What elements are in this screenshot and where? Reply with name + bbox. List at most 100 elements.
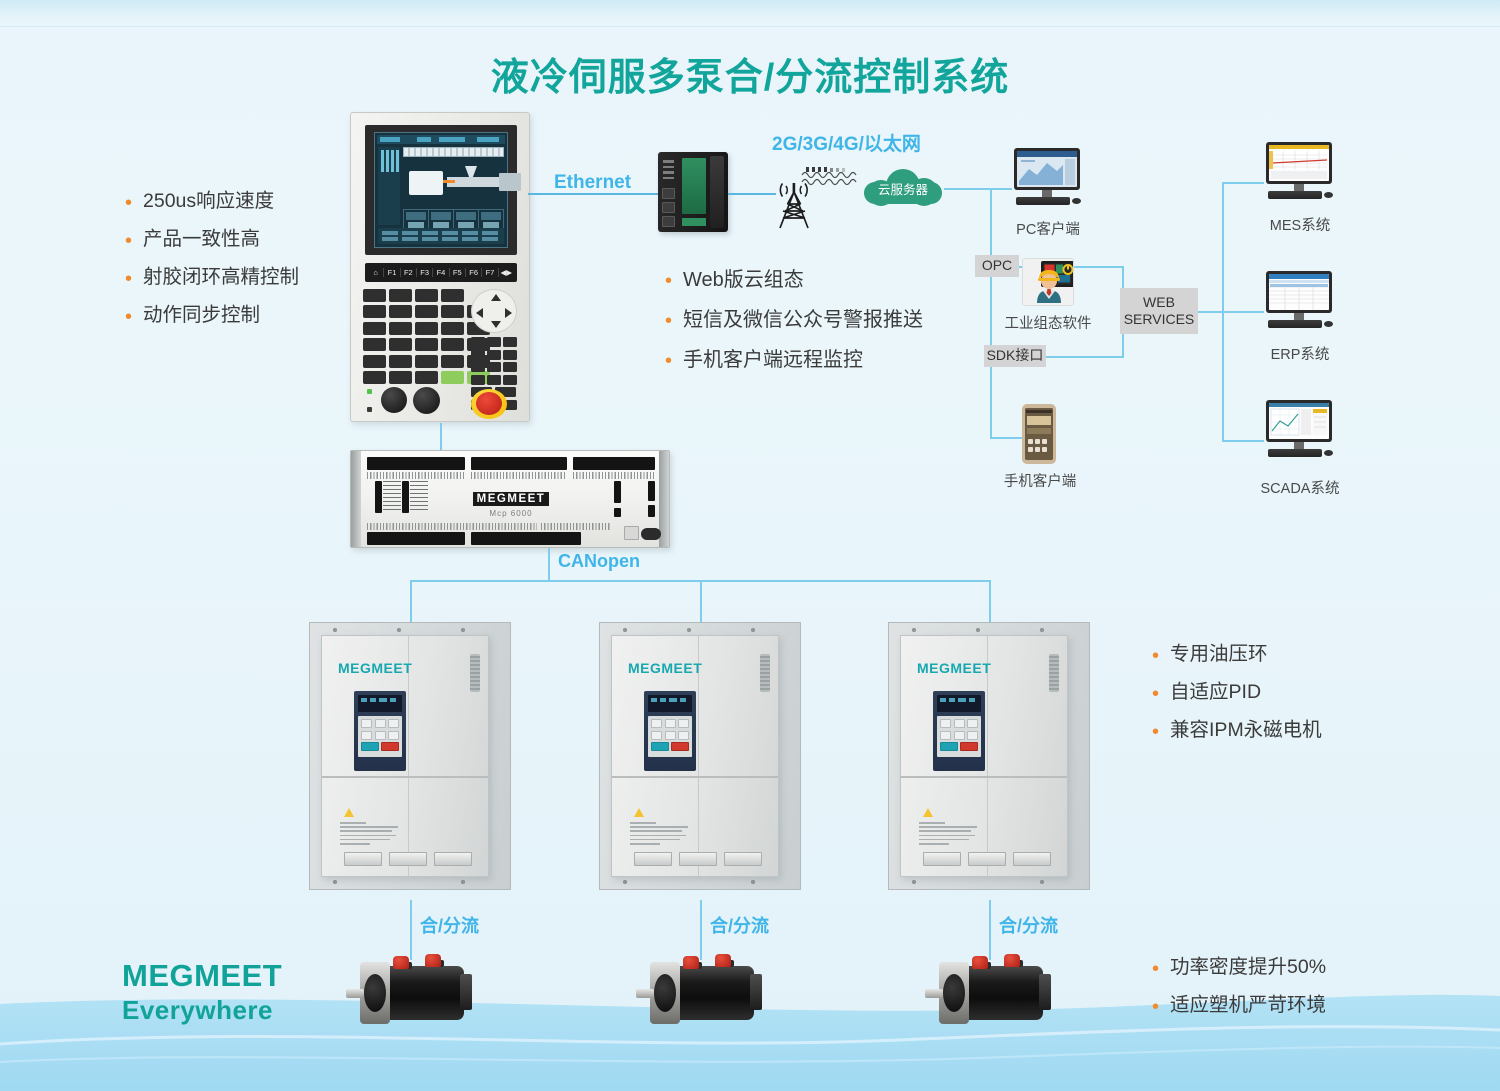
key-switch[interactable] [381, 387, 407, 413]
link-webservices-to-trunk [1198, 311, 1224, 313]
motor-connector-cap [393, 956, 409, 969]
led-block [648, 481, 655, 501]
bullet-dot-icon: • [1152, 645, 1160, 667]
drive-stop-key[interactable] [960, 742, 978, 751]
link-hmi-to-rack [440, 423, 442, 451]
monitor-screen [1266, 142, 1332, 184]
drive-run-key[interactable] [651, 742, 669, 751]
drive-stop-key[interactable] [381, 742, 399, 751]
mouse-icon [1072, 198, 1081, 204]
hmi-key-nav[interactable]: ◀▶ [500, 268, 513, 277]
hmi-key-f7[interactable]: F7 [482, 268, 499, 277]
link-hmi-to-router [528, 193, 660, 195]
hmi-lower-controls[interactable] [351, 385, 531, 423]
drive-run-key[interactable] [940, 742, 958, 751]
divider-line-top [0, 26, 1500, 27]
hmi-key-home[interactable]: ⌂ [368, 268, 385, 277]
drive-keypad-panel[interactable] [644, 691, 696, 771]
warning-text-block [919, 822, 981, 847]
phone-screen [1025, 408, 1053, 460]
link-trunk-to-scada [1222, 440, 1264, 442]
feature-label: 自适应PID [1170, 681, 1262, 703]
led-block [402, 481, 409, 513]
flow-label-1: 合/分流 [420, 916, 480, 936]
mes-system-monitor [1262, 142, 1336, 206]
hmi-keypad[interactable] [363, 289, 519, 410]
bullet-dot-icon: • [1152, 958, 1160, 980]
link-drive1-to-motor1 [410, 900, 412, 960]
wireless-network-label: 2G/3G/4G/以太网 [772, 134, 921, 155]
hmi-key-f5[interactable]: F5 [450, 268, 466, 277]
feature-label: Web版云组态 [683, 269, 804, 291]
sdk-interface-box: SDK接口 [984, 345, 1046, 367]
brand-tagline: Everywhere [122, 994, 273, 1025]
hmi-control-panel[interactable]: ⌂ F1 F2 F3 F4 F5 F6 F7 ◀▶ [350, 112, 530, 422]
motor-shaft [636, 989, 654, 998]
hmi-machine-graphic [403, 159, 521, 205]
cloud-server-label: 云服务器 [877, 183, 928, 197]
canopen-label: CANopen [558, 551, 640, 571]
drive-key-grid[interactable] [648, 716, 692, 757]
drive-chassis: MEGMEET [321, 635, 489, 877]
heatsink-icon [470, 654, 480, 692]
drive-brand-label: MEGMEET [917, 660, 992, 676]
drive-keypad-panel[interactable] [933, 691, 985, 771]
bullet-dot-icon: • [125, 306, 133, 328]
router-led-strip [663, 160, 675, 180]
power-terminals [923, 852, 1051, 866]
drive-stop-key[interactable] [671, 742, 689, 751]
brand-name: MEGMEET [122, 958, 283, 993]
hmi-key-f4[interactable]: F4 [433, 268, 450, 277]
drive-key-grid[interactable] [358, 716, 402, 757]
feature-label: 产品一致性高 [143, 228, 261, 250]
bullet-dot-icon: • [665, 270, 673, 292]
scada-system-label: SCADA系统 [1260, 481, 1340, 497]
drive-run-key[interactable] [361, 742, 379, 751]
signal-wave-icon [800, 166, 862, 188]
scada-software-label: 工业组态软件 [1004, 316, 1092, 332]
motor-hub [943, 974, 965, 1012]
router-rj45-port [662, 216, 675, 227]
drive-feature-list: •专用油压环 •自适应PID •兼容IPM永磁电机 [1152, 643, 1322, 759]
selector-knob[interactable] [413, 387, 440, 414]
hmi-footer-bar [378, 228, 504, 244]
warning-triangle-icon [634, 808, 644, 817]
feature-label: 250us响应速度 [143, 190, 275, 212]
hmi-key-f6[interactable]: F6 [466, 268, 483, 277]
feature-label: 射胶闭环高精控制 [143, 266, 300, 288]
motor-housing [670, 966, 754, 1020]
drive-keypad-panel[interactable] [354, 691, 406, 771]
list-item: • 250us响应速度 [125, 190, 299, 214]
list-item: •适应塑机严苛环境 [1152, 994, 1327, 1017]
vent-strip [573, 472, 655, 479]
bullet-dot-icon: • [125, 230, 133, 252]
power-led-icon [367, 389, 372, 394]
io-connector [367, 457, 465, 470]
emergency-stop-button[interactable] [476, 392, 502, 415]
feature-label: 兼容IPM永磁电机 [1170, 719, 1322, 741]
hmi-key-f2[interactable]: F2 [401, 268, 417, 277]
motor-feature-list: •功率密度提升50% •适应塑机严苛环境 [1152, 957, 1327, 1034]
mouse-icon [1324, 450, 1333, 456]
bullet-dot-icon: • [125, 192, 133, 214]
web-services-line-1: WEB [1143, 293, 1175, 310]
erp-system-monitor [1262, 271, 1336, 335]
drive-key-grid[interactable] [937, 716, 981, 757]
link-trunk-to-erp [1222, 311, 1264, 313]
motor-rear-cover [750, 974, 762, 1010]
feature-label: 适应塑机严苛环境 [1170, 994, 1327, 1016]
mes-system-label: MES系统 [1269, 218, 1331, 234]
hmi-function-key-row[interactable]: ⌂ F1 F2 F3 F4 F5 F6 F7 ◀▶ [365, 263, 517, 282]
hmi-key-f1[interactable]: F1 [384, 268, 401, 277]
hmi-dpad[interactable] [471, 289, 517, 333]
feature-label: 专用油压环 [1170, 643, 1268, 665]
hmi-key-f3[interactable]: F3 [417, 268, 434, 277]
rack-serial-port [641, 528, 661, 540]
hmi-display [374, 132, 521, 248]
keyboard-icon [1268, 191, 1322, 199]
warning-text-block [630, 822, 692, 847]
servo-motor-2 [636, 954, 762, 1032]
hmi-status-bar [377, 135, 505, 144]
warning-triangle-icon [344, 808, 354, 817]
